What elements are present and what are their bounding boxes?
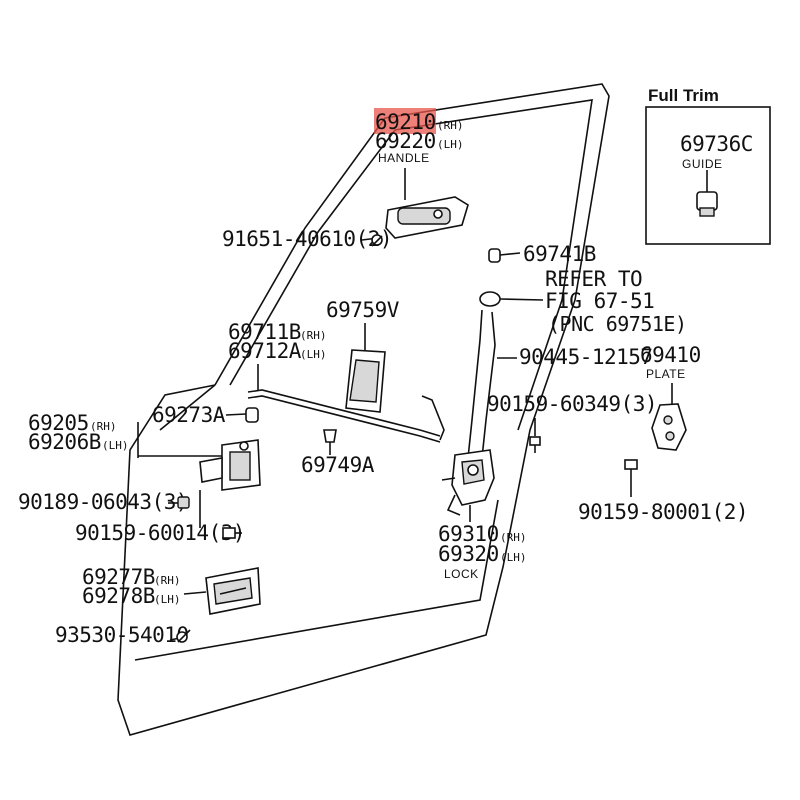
- part-69220-suffix: (LH): [437, 138, 464, 151]
- part-69277b-label[interactable]: 69277B: [82, 565, 155, 589]
- part-90159-60014-label[interactable]: 90159-60014(3): [75, 521, 246, 545]
- full-trim-title: Full Trim: [648, 86, 719, 105]
- full-trim-box: [645, 106, 771, 245]
- guide-clip-part: [696, 170, 718, 217]
- part-69206b-suffix: (LH): [102, 439, 129, 452]
- refer-text-line1: REFER TO: [545, 267, 642, 291]
- part-69277b-suffix: (RH): [154, 574, 181, 587]
- pad-69759v-part: [345, 349, 386, 413]
- part-90445-label[interactable]: 90445-12157: [519, 345, 653, 369]
- part-90159-80001-label[interactable]: 90159-80001(2): [578, 500, 749, 524]
- screw-93530-part: [176, 629, 191, 643]
- grommet-part: [479, 291, 501, 307]
- part-90159-60349-label[interactable]: 90159-60349(3): [487, 392, 658, 416]
- leader-69277b: [183, 591, 207, 595]
- part-93530-label[interactable]: 93530-54010: [55, 623, 189, 647]
- part-90189-label[interactable]: 90189-06043(3): [18, 490, 189, 514]
- door-lock-part: [441, 449, 495, 516]
- part-69273a-label[interactable]: 69273A: [152, 403, 226, 427]
- leader-69273a: [225, 413, 247, 416]
- clip-69749a-part: [323, 429, 337, 443]
- guide-caption: GUIDE: [682, 157, 723, 171]
- inside-handle-part: [205, 567, 261, 615]
- part-69310-suffix: (RH): [500, 531, 527, 544]
- handle-caption: HANDLE: [378, 151, 430, 165]
- refer-text-line2: FIG 67-51: [545, 289, 654, 313]
- outside-handle-part: [385, 196, 469, 239]
- clip-69273a-part: [245, 407, 259, 423]
- part-69278b-label[interactable]: 69278B: [82, 584, 155, 608]
- lock-caption: LOCK: [444, 567, 479, 581]
- part-69749a-label[interactable]: 69749A: [301, 453, 375, 477]
- part-69205-label[interactable]: 69205: [28, 411, 89, 435]
- part-69711b-suffix: (RH): [300, 329, 327, 342]
- part-69320-suffix: (LH): [500, 551, 527, 564]
- part-69278b-suffix: (LH): [154, 593, 181, 606]
- leader-refer: [499, 298, 544, 301]
- part-69310-label[interactable]: 69310: [438, 522, 499, 546]
- part-69736c-label: 69736C: [680, 132, 753, 156]
- part-69210-suffix: (RH): [437, 119, 464, 132]
- control-rods: [247, 309, 496, 459]
- part-69741b-label[interactable]: 69741B: [523, 242, 596, 266]
- remote-bracket-part: [199, 439, 261, 491]
- clip-69741b-part: [488, 248, 501, 263]
- nut-90189-part: [177, 496, 190, 509]
- refer-text-line3: (PNC 69751E): [548, 312, 687, 336]
- screw-91651-part: [371, 234, 383, 247]
- part-69712a-suffix: (LH): [300, 348, 327, 361]
- screw-60014-part: [222, 527, 242, 539]
- part-69206b-label[interactable]: 69206B: [28, 430, 101, 454]
- part-69205-suffix: (RH): [90, 420, 117, 433]
- part-69759v-label[interactable]: 69759V: [326, 298, 400, 322]
- highlight-69210: [374, 108, 436, 134]
- striker-plate-part: [651, 403, 687, 451]
- part-69712a-label[interactable]: 69712A: [228, 339, 302, 363]
- plate-caption: PLATE: [646, 367, 686, 381]
- part-69220-label[interactable]: 69220: [375, 129, 436, 153]
- part-69711b-label[interactable]: 69711B: [228, 320, 301, 344]
- full-trim-frame: Full Trim 69736C GUIDE: [645, 86, 771, 245]
- screw-60349-part: [529, 436, 541, 453]
- leader-69741b: [499, 252, 521, 256]
- part-69320-label[interactable]: 69320: [438, 542, 499, 566]
- screw-80001-part: [624, 459, 638, 480]
- part-69210-label[interactable]: 69210: [375, 110, 436, 134]
- part-69410-label[interactable]: 69410: [640, 343, 701, 367]
